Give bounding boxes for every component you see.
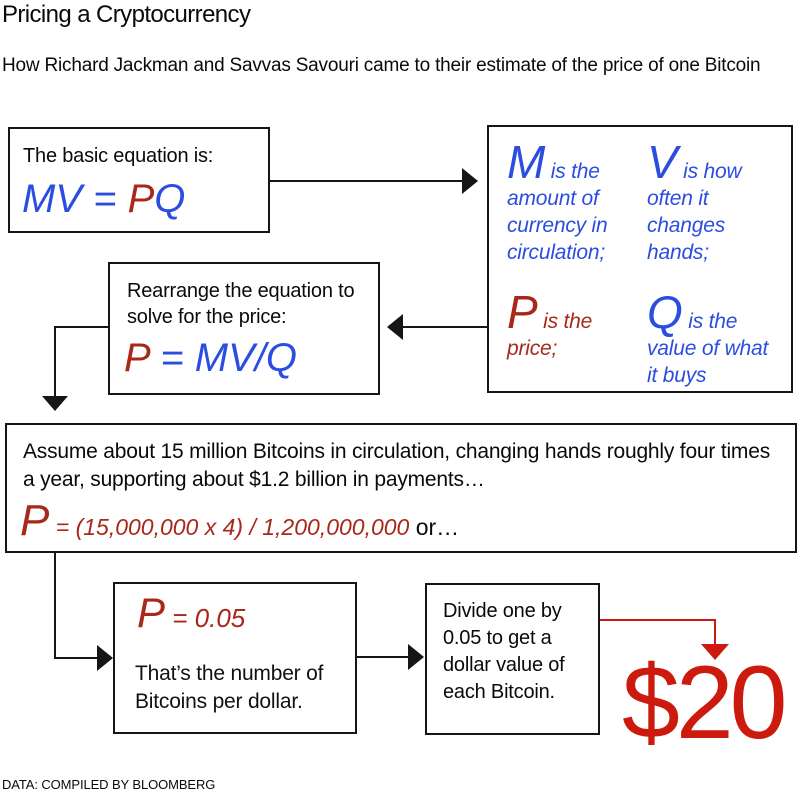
connector-rearrange-horizontal	[55, 326, 108, 328]
formula-equals: =	[82, 177, 128, 221]
letter-q: Q	[647, 286, 683, 338]
basic-equation-box: The basic equation is: MV = PQ	[8, 127, 270, 233]
connector-assumption-horizontal	[54, 657, 98, 659]
arrow-right-icon	[97, 645, 113, 671]
formula-p: P	[137, 589, 166, 636]
formula-p: P	[124, 336, 150, 380]
arrow-definitions-to-rearrange-line	[402, 326, 487, 328]
letter-v: V	[647, 136, 678, 188]
assumption-text: Assume about 15 million Bitcoins in circ…	[23, 440, 771, 491]
red-arrow-down-icon	[701, 644, 729, 660]
connector-assumption-vertical	[54, 553, 56, 659]
letter-m: M	[507, 136, 546, 188]
definition-p: P is the price;	[507, 289, 637, 389]
formula-mv: MV	[22, 177, 82, 221]
formula-q: Q	[154, 177, 186, 221]
assumption-box: Assume about 15 million Bitcoins in circ…	[5, 423, 797, 553]
rearrange-box: Rearrange the equation to solve for the …	[108, 262, 380, 395]
basic-equation-formula: MV = PQ	[22, 177, 185, 221]
definition-q-text: is the value of what it buys	[647, 310, 769, 387]
result-caption: That’s the number of Bitcoins per dollar…	[135, 662, 324, 713]
assumption-formula: P = (15,000,000 x 4) / 1,200,000,000 or…	[20, 499, 459, 543]
definitions-grid: M is the amount of currency in circulati…	[507, 139, 779, 389]
letter-p: P	[507, 286, 538, 338]
arrow-right-icon	[462, 168, 478, 194]
rearrange-label: Rearrange the equation to solve for the …	[127, 280, 355, 328]
arrow-result-to-divide-line	[357, 656, 409, 658]
final-price-value: $20	[622, 645, 788, 761]
formula-p: P	[127, 177, 155, 221]
result-box: P = 0.05 That’s the number of Bitcoins p…	[113, 582, 357, 734]
rearrange-formula: P = MV/Q	[124, 336, 297, 380]
definition-v: V is how often it changes hands;	[647, 139, 779, 289]
definition-m-text: is the amount of currency in circulation…	[507, 160, 608, 264]
red-connector-horizontal	[600, 619, 716, 621]
connector-rearrange-vertical	[54, 326, 56, 396]
definition-q: Q is the value of what it buys	[647, 289, 779, 389]
definition-p-text: is the price;	[507, 310, 593, 360]
definition-m: M is the amount of currency in circulati…	[507, 139, 637, 289]
data-source-footer: DATA: COMPILED BY BLOOMBERG	[2, 777, 216, 792]
basic-equation-label: The basic equation is:	[23, 145, 214, 167]
formula-calculation: = (15,000,000 x 4) / 1,200,000,000	[49, 514, 410, 540]
formula-or: or…	[409, 514, 460, 540]
arrow-basic-to-definitions-line	[270, 180, 463, 182]
divide-text: Divide one by 0.05 to get a dollar value…	[443, 600, 565, 703]
arrow-left-icon	[387, 314, 403, 340]
formula-p: P	[20, 496, 50, 545]
arrow-right-icon	[408, 644, 424, 670]
definitions-box: M is the amount of currency in circulati…	[487, 125, 793, 393]
result-formula: P = 0.05	[137, 592, 245, 634]
red-connector-vertical	[714, 619, 716, 645]
arrow-down-icon	[42, 396, 68, 411]
definition-v-text: is how often it changes hands;	[647, 160, 742, 264]
divide-box: Divide one by 0.05 to get a dollar value…	[425, 583, 600, 735]
formula-value: = 0.05	[165, 603, 246, 633]
page-subtitle: How Richard Jackman and Savvas Savouri c…	[2, 55, 761, 76]
page-title: Pricing a Cryptocurrency	[2, 1, 251, 28]
formula-mvq: = MV/Q	[149, 336, 298, 380]
